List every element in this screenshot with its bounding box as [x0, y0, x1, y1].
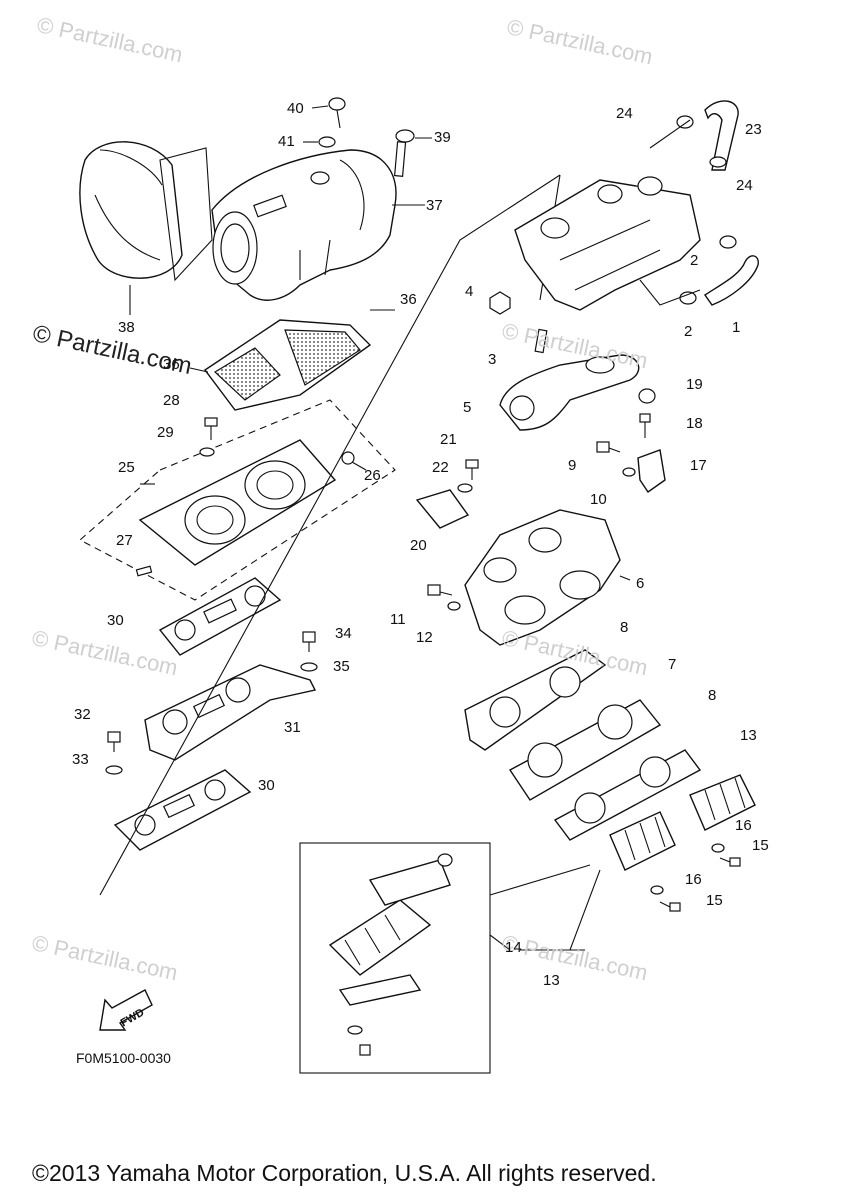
callout-5: 5 — [463, 399, 472, 416]
callout-2: 2 — [684, 323, 693, 340]
callout-29: 29 — [157, 424, 174, 441]
callout-14: 14 — [505, 939, 522, 956]
washer-29-part — [199, 447, 215, 457]
callout-7: 7 — [668, 656, 677, 673]
callout-6: 6 — [636, 575, 645, 592]
nut-4-part — [489, 291, 511, 315]
screw-28-part — [204, 417, 218, 440]
callout-34: 34 — [335, 625, 352, 642]
callout-28: 28 — [163, 392, 180, 409]
gasket-8-upper-part — [464, 649, 607, 751]
gasket-30-upper-part — [158, 577, 282, 656]
intake-duct-part — [79, 141, 183, 315]
callout-2: 2 — [690, 252, 699, 269]
reed-valve-13-left-part — [609, 811, 676, 871]
screw-18-part — [639, 413, 651, 438]
clamp-2-part — [679, 235, 737, 305]
callout-40: 40 — [287, 100, 304, 117]
callout-11: 11 — [390, 611, 406, 628]
bracket-20-part — [415, 489, 470, 529]
callout-3: 3 — [488, 351, 497, 368]
fitting-26-part — [341, 451, 367, 471]
bolt-34-part — [302, 631, 316, 652]
diagram-code: F0M5100-0030 — [76, 1050, 171, 1066]
callout-31: 31 — [284, 719, 301, 736]
callout-24: 24 — [616, 105, 633, 122]
washer-10-part — [622, 467, 636, 477]
callout-23: 23 — [745, 121, 762, 138]
throttle-plate-25-part — [138, 439, 337, 566]
intake-manifold-part — [464, 509, 631, 646]
callout-30: 30 — [107, 612, 124, 629]
callout-35: 35 — [333, 658, 350, 675]
callout-15: 15 — [706, 892, 723, 909]
hose-1-part — [704, 255, 759, 306]
washer-12-part — [447, 601, 461, 611]
flame-arrester-36-part — [189, 309, 395, 411]
bolt-9-part — [596, 441, 621, 453]
gasket-8-lower-part — [553, 749, 702, 841]
callout-15: 15 — [752, 837, 769, 854]
callout-20: 20 — [410, 537, 427, 554]
callout-26: 26 — [364, 467, 381, 484]
screw-40-part — [311, 97, 346, 129]
callout-25: 25 — [118, 459, 135, 476]
o-ring-41-part — [303, 136, 336, 148]
callout-9: 9 — [568, 457, 577, 474]
washer-35-part — [300, 662, 318, 672]
callout-8: 8 — [708, 687, 717, 704]
callout-1: 1 — [732, 319, 741, 336]
callout-4: 4 — [465, 283, 474, 300]
pin-27-part — [135, 565, 153, 577]
spacer-7-part — [508, 699, 662, 801]
hose-23-part — [704, 100, 739, 171]
callout-10: 10 — [590, 491, 607, 508]
forward-arrow-icon — [99, 989, 153, 1031]
bolt-11-part — [427, 584, 453, 596]
gasket-5-part — [499, 354, 640, 431]
callout-33: 33 — [72, 751, 89, 768]
callout-36: 36 — [400, 291, 417, 308]
screw-15-part — [659, 857, 741, 912]
callout-38: 38 — [118, 319, 135, 336]
callout-24: 24 — [736, 177, 753, 194]
callout-36: 36 — [163, 356, 180, 373]
callout-17: 17 — [690, 457, 707, 474]
callout-12: 12 — [416, 629, 433, 646]
callout-32: 32 — [74, 706, 91, 723]
cap-19-part — [638, 388, 656, 404]
callout-41: 41 — [278, 133, 295, 150]
carburetor-part — [514, 176, 701, 311]
silencer-housing-part — [159, 147, 397, 301]
washer-16-part — [650, 843, 725, 895]
bolt-32-part — [107, 731, 121, 752]
callout-8: 8 — [620, 619, 629, 636]
callout-13: 13 — [543, 972, 560, 989]
gasket-30-lower-part — [113, 769, 252, 851]
callout-21: 21 — [440, 431, 457, 448]
callout-13: 13 — [740, 727, 757, 744]
washer-22-part — [457, 483, 473, 493]
copyright-notice: ©2013 Yamaha Motor Corporation, U.S.A. A… — [32, 1160, 657, 1186]
bolt-21-part — [465, 459, 479, 480]
callout-16: 16 — [685, 871, 702, 888]
callout-30: 30 — [258, 777, 275, 794]
callout-37: 37 — [426, 197, 443, 214]
callout-19: 19 — [686, 376, 703, 393]
callout-22: 22 — [432, 459, 449, 476]
bracket-17-part — [637, 449, 666, 493]
callout-27: 27 — [116, 532, 133, 549]
callout-16: 16 — [735, 817, 752, 834]
callout-18: 18 — [686, 415, 703, 432]
bolt-39-part — [393, 129, 432, 177]
clamp-24-part — [676, 115, 727, 168]
callout-39: 39 — [434, 129, 451, 146]
washer-33-part — [105, 765, 123, 775]
reed-valve-13-right-part — [689, 774, 756, 831]
reed-valve-detail-box — [299, 842, 591, 1074]
stud-3-part — [534, 328, 548, 354]
